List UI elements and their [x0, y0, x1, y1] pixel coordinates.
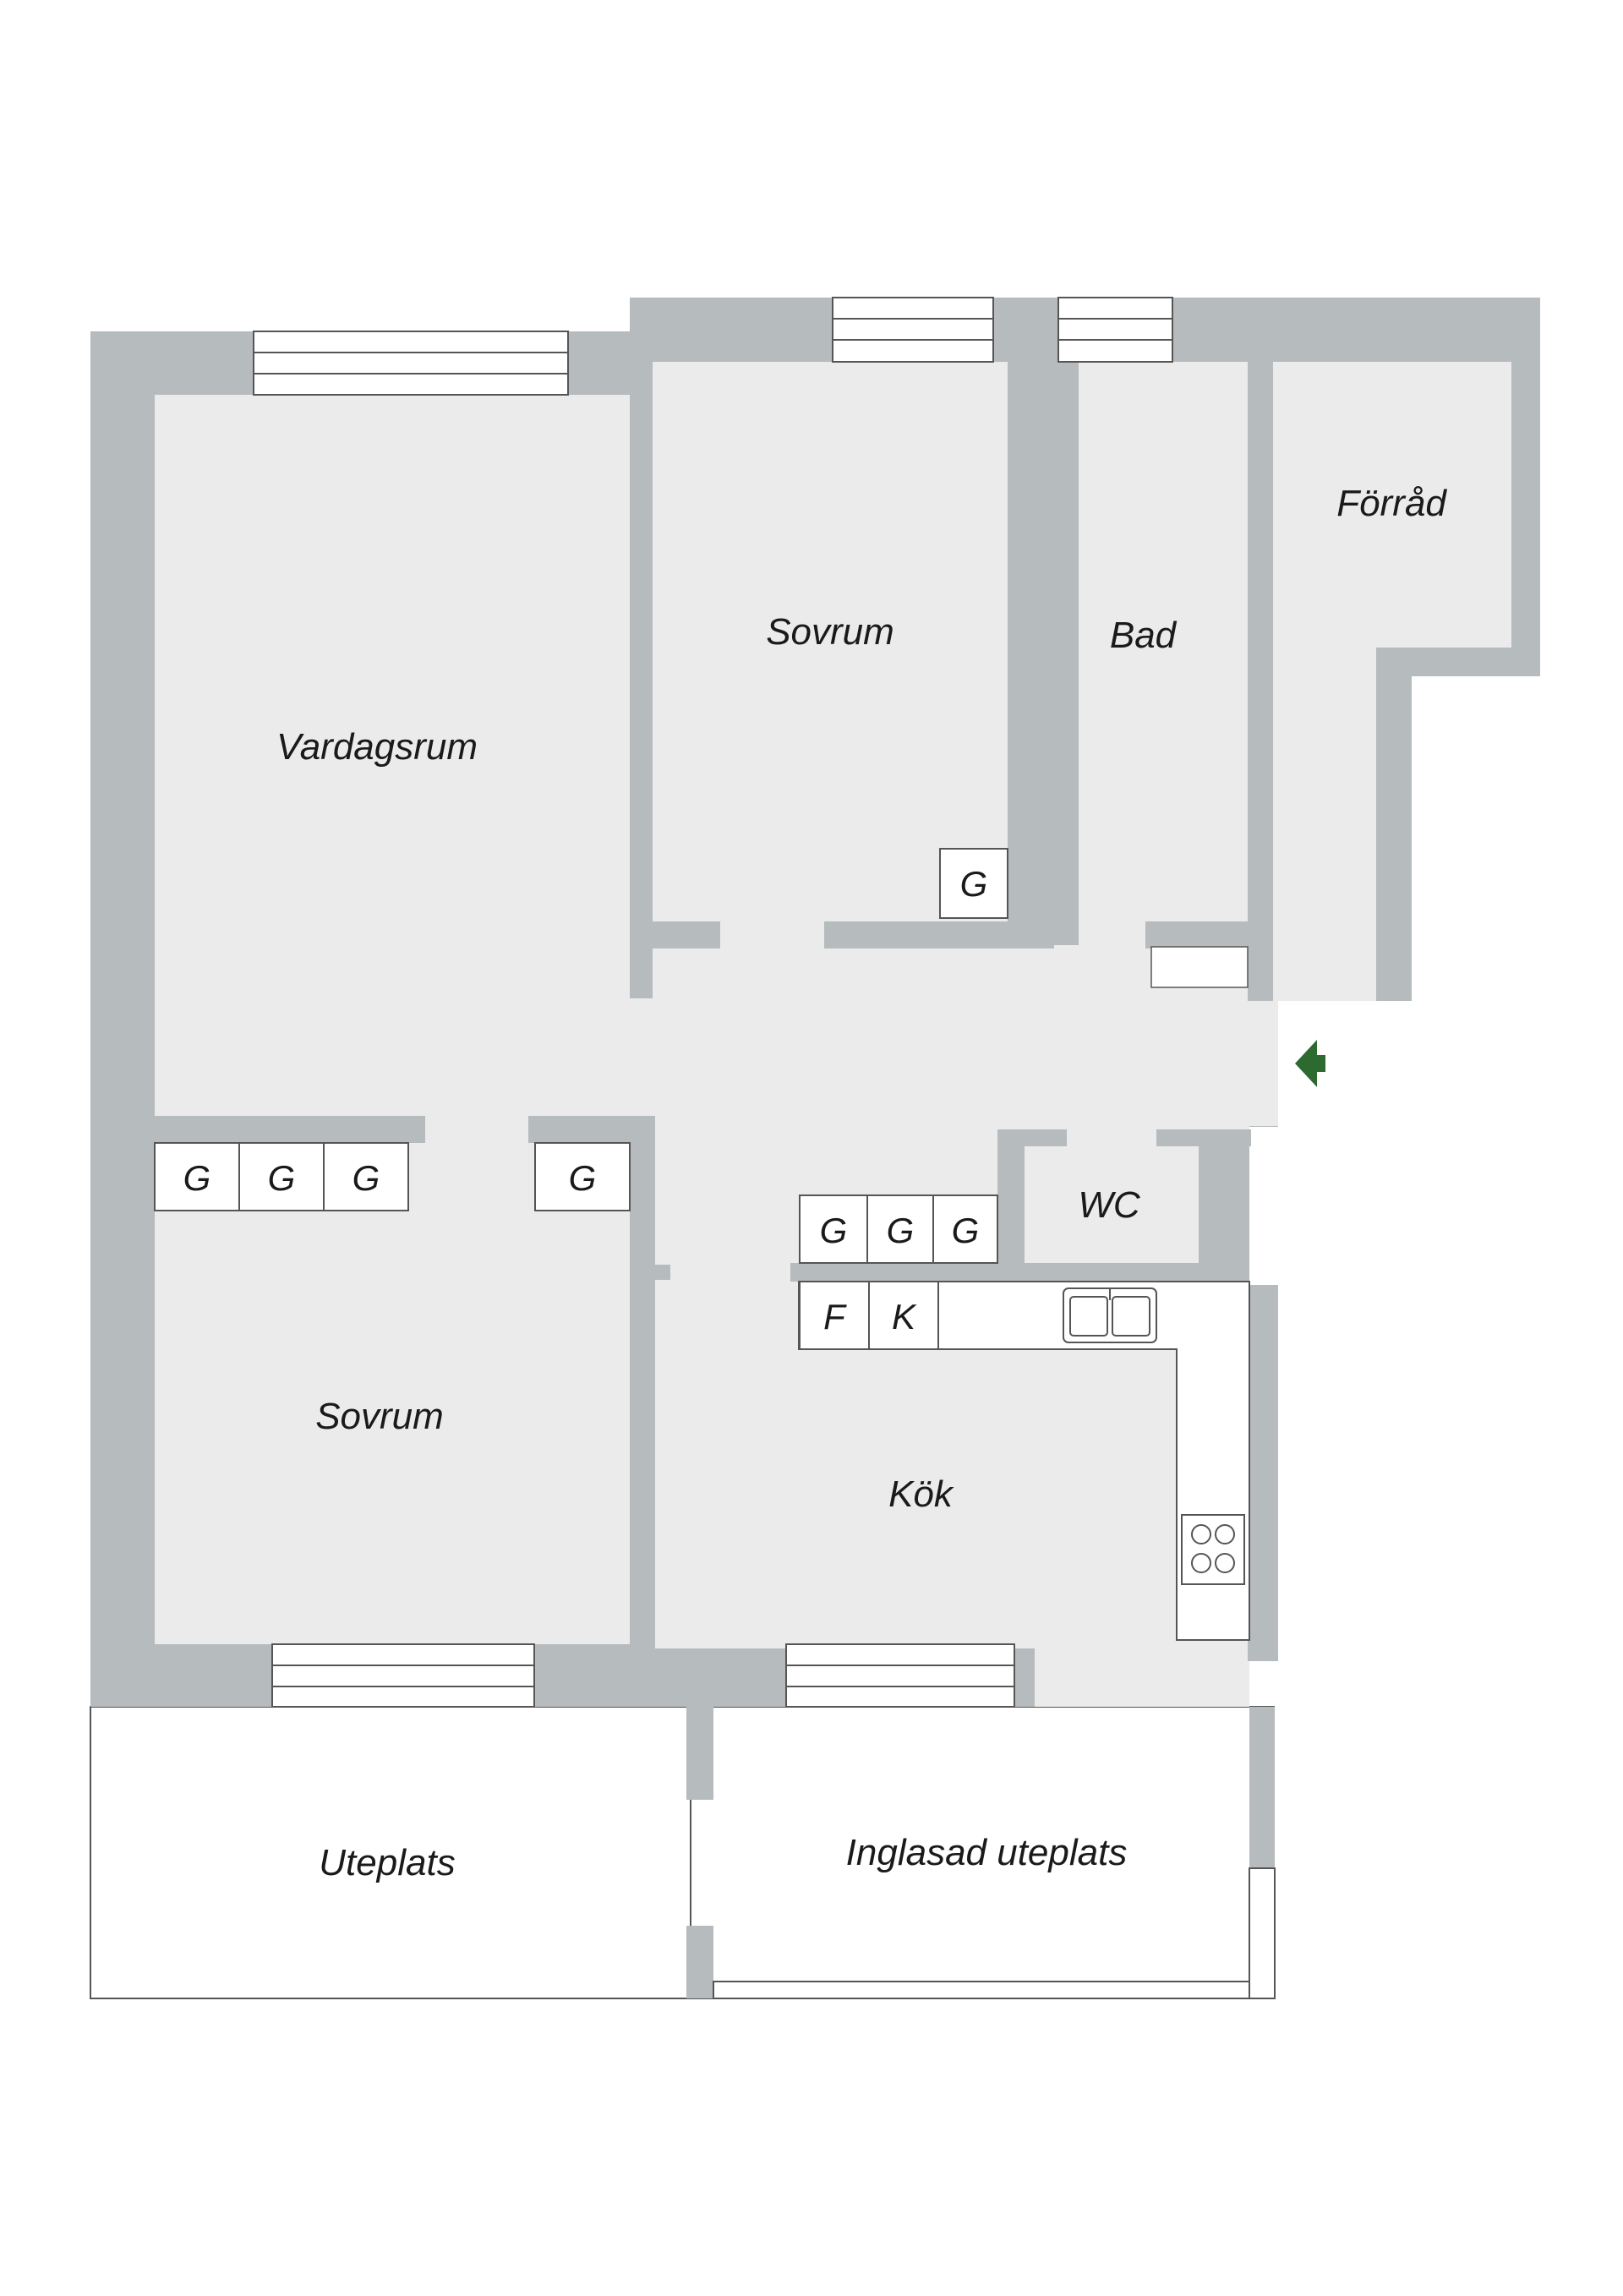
sink-icon	[1063, 1287, 1157, 1343]
cabinet-label-g: G	[887, 1211, 915, 1250]
cabinet-label-g: G	[820, 1211, 848, 1250]
room-label-sovrum: Sovrum	[766, 611, 894, 653]
room-label-wc: WC	[1078, 1184, 1141, 1226]
cabinet-label-g: G	[952, 1211, 980, 1250]
room-label-sovrum: Sovrum	[315, 1396, 444, 1437]
wc-floor	[1025, 1146, 1199, 1263]
cabinet-label-g: G	[352, 1158, 380, 1198]
kitchen-door-floor	[1035, 1648, 1139, 1707]
floors	[155, 362, 1511, 1707]
cabinet-label-g: G	[183, 1158, 211, 1198]
entrance-arrow-icon	[1295, 1040, 1325, 1087]
cabinet-label-g: G	[268, 1158, 296, 1198]
interior-walls	[155, 298, 1278, 1998]
cabinet-label-g: G	[960, 864, 988, 904]
room-label-kok: Kök	[888, 1473, 954, 1515]
cabinet-label-k: K	[892, 1297, 917, 1337]
room-label-uteplats: Uteplats	[319, 1842, 455, 1883]
cabinet-boxes	[154, 848, 1008, 1350]
glazed-patio-area	[690, 1706, 1275, 1999]
windows	[253, 297, 1276, 1999]
patio-area	[90, 1706, 691, 1999]
cabinet-label-g: G	[569, 1158, 597, 1198]
room-label-inglasad-uteplats: Inglasad uteplats	[846, 1832, 1128, 1873]
closet-block	[1150, 946, 1249, 988]
room-label-forrad: Förråd	[1336, 483, 1447, 524]
cabinet-label-f: F	[823, 1297, 847, 1337]
room-label-vardagsrum: Vardagsrum	[276, 726, 478, 768]
room-label-bad: Bad	[1110, 615, 1178, 656]
stove-icon	[1181, 1514, 1245, 1585]
